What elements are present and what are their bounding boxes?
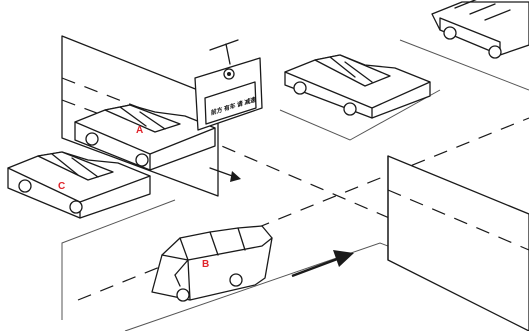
direction-arrow bbox=[291, 250, 354, 278]
car-c: C bbox=[7, 151, 151, 219]
car-top-middle bbox=[284, 54, 431, 119]
car-b: B bbox=[151, 225, 273, 302]
arrow-head-small bbox=[230, 171, 241, 182]
car-top-right bbox=[431, 0, 529, 59]
building-right bbox=[387, 155, 529, 331]
sign-board: 前方 有车 请 减速 bbox=[194, 39, 263, 131]
car-c-label: C bbox=[58, 181, 65, 192]
car-a-label: A bbox=[136, 125, 143, 136]
car-b-label: B bbox=[202, 259, 209, 270]
lane-dash-2 bbox=[77, 117, 529, 301]
